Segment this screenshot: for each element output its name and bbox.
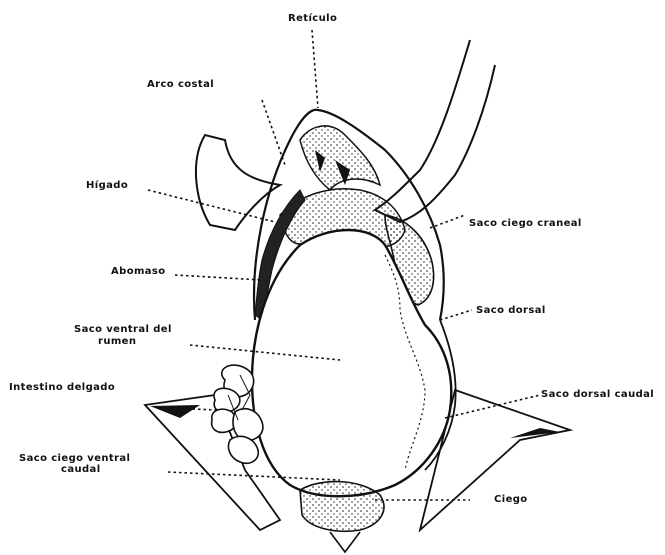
label-intestino-delgado: Intestino delgado — [9, 382, 115, 393]
caudal-ventral-blind-sac — [300, 482, 384, 532]
right-rib-arc — [375, 40, 495, 222]
label-ciego: Ciego — [494, 494, 528, 505]
label-saco-ciego-craneal: Saco ciego craneal — [469, 218, 582, 229]
label-higado: Hígado — [86, 180, 128, 191]
label-saco-ventral-line2: rumen — [98, 336, 136, 347]
label-reticulo: Retículo — [288, 13, 337, 24]
label-abomaso: Abomaso — [111, 266, 166, 277]
label-saco-dorsal-caudal: Saco dorsal caudal — [541, 389, 654, 400]
label-arco-costal: Arco costal — [147, 79, 214, 90]
label-saco-ciego-ventral-line1: Saco ciego ventral — [19, 453, 130, 464]
label-saco-ciego-ventral-line2: caudal — [61, 464, 101, 475]
label-saco-dorsal: Saco dorsal — [476, 305, 546, 316]
left-rib-arc — [196, 135, 280, 230]
label-saco-ventral-line1: Saco ventral del — [74, 324, 172, 335]
